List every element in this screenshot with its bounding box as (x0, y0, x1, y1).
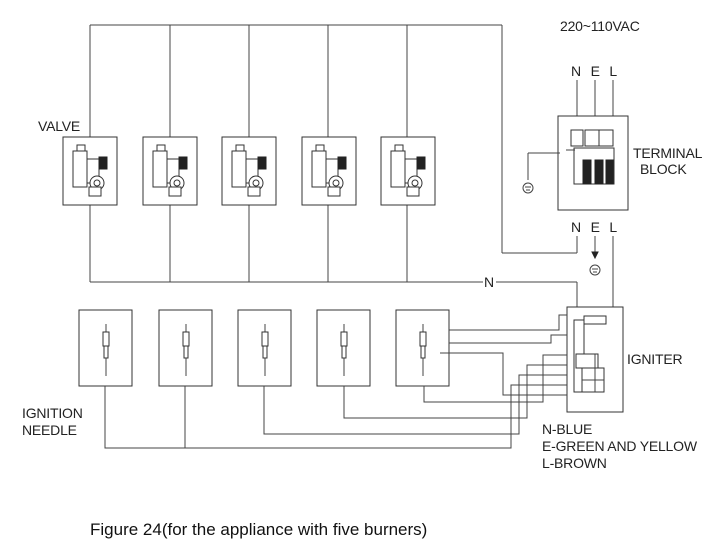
neutral-label: N (484, 274, 494, 290)
valve-label: VALVE (38, 118, 80, 134)
terminal-block (557, 115, 629, 211)
ignition-needle-row (78, 309, 450, 387)
ignition-needle (316, 309, 371, 387)
legend-neutral: N-BLUE (542, 421, 592, 437)
ignition-wires (104, 314, 567, 449)
supply-wires (576, 80, 614, 307)
valve (380, 136, 436, 206)
ignition-needle (78, 309, 133, 387)
valve (301, 136, 357, 206)
needle-label-line2: NEEDLE (22, 422, 77, 438)
terminal-nel-label: N E L (571, 219, 617, 235)
terminal-label-line2: BLOCK (640, 161, 687, 177)
needle-label-line1: IGNITION (22, 405, 83, 421)
legend-live: L-BROWN (542, 455, 607, 471)
legend-earth: E-GREEN AND YELLOW (542, 438, 698, 454)
supply-nel-label: N E L (571, 63, 617, 79)
valve-row (62, 136, 436, 206)
igniter-label: IGNITER (627, 351, 682, 367)
ignition-needle (237, 309, 292, 387)
figure-caption: Figure 24(for the appliance with five bu… (90, 520, 427, 539)
ignition-needle (395, 309, 450, 387)
ignition-needle (158, 309, 213, 387)
supply-voltage-label: 220~110VAC (560, 18, 640, 34)
igniter (566, 306, 624, 413)
ground-symbol (589, 251, 601, 276)
valve (62, 136, 118, 206)
ground-symbol (522, 152, 560, 194)
terminal-label-line1: TERMINAL (633, 145, 703, 161)
valve (142, 136, 198, 206)
valve (221, 136, 277, 206)
